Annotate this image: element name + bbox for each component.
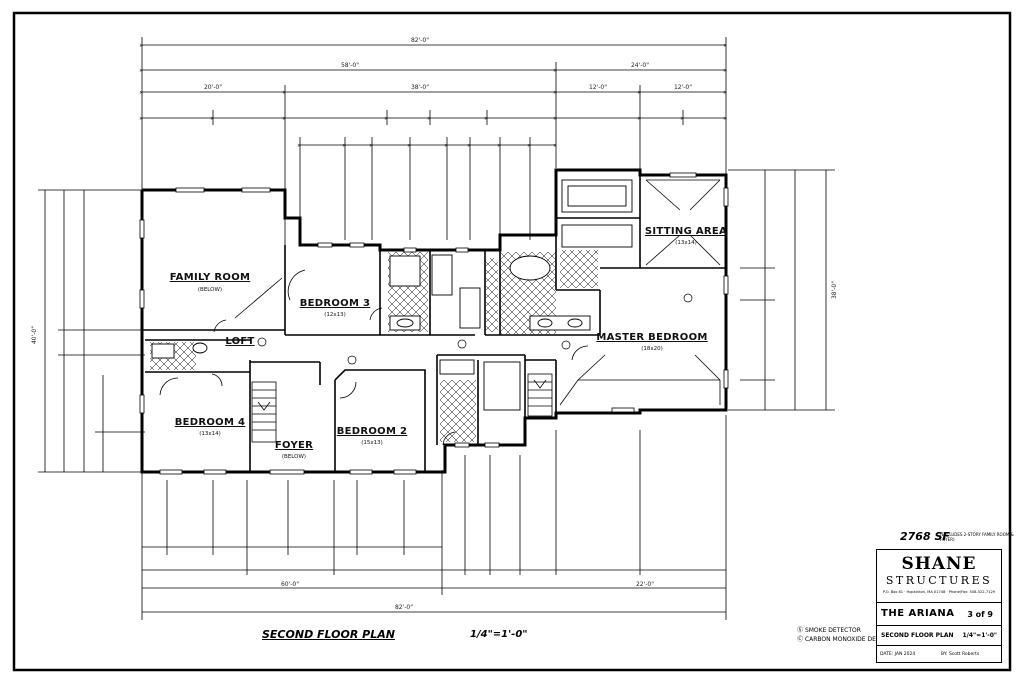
top-dimensions <box>141 37 727 245</box>
drawing-row: SECOND FLOOR PLAN 1/4"=1'-0" <box>877 626 1001 646</box>
room-note-foyer: (BELOW) <box>282 454 306 460</box>
project-row: THE ARIANA 3 of 9 <box>877 603 1001 626</box>
dim-right-overall: 38'-0" <box>831 281 838 299</box>
dim-overall-width: 82'-0" <box>411 37 429 44</box>
drawing-author: BY: Scott Roberts <box>941 652 980 657</box>
svg-text:×: × <box>553 116 557 122</box>
company-name-line1: SHANE <box>901 554 977 574</box>
detector-symbols <box>257 293 693 365</box>
svg-text:×: × <box>637 116 641 122</box>
room-note-family-room: (BELOW) <box>198 287 222 293</box>
svg-text:×: × <box>723 68 727 74</box>
svg-text:×: × <box>369 143 373 149</box>
room-size-bedroom-3: (12x13) <box>324 312 346 318</box>
room-label-bedroom-4: BEDROOM 4 <box>175 417 246 428</box>
svg-text:×: × <box>139 43 143 49</box>
company-address: P.O. Box 81 · Hopkinton, MA 01748 · Phon… <box>882 590 996 594</box>
svg-text:×: × <box>553 90 557 96</box>
windows <box>139 172 729 475</box>
stairs <box>251 373 553 443</box>
sheet-border <box>12 11 1012 672</box>
date-row: DATE: JAN 2024 BY: Scott Roberts <box>877 646 1001 663</box>
railing <box>234 277 283 319</box>
co-detector-icon: Ⓒ <box>797 636 804 643</box>
svg-text:×: × <box>139 90 143 96</box>
svg-text:×: × <box>384 116 388 122</box>
plan-scale: 1/4"=1'-0" <box>470 629 528 640</box>
dim-top-left: 58'-0" <box>341 62 359 69</box>
svg-text:×: × <box>723 90 727 96</box>
room-size-bedroom-2: (15x13) <box>361 440 383 446</box>
dim-seg-12: 12'-0" <box>589 84 607 91</box>
legend-smoke-label: SMOKE DETECTOR <box>804 627 861 634</box>
dim-seg-20: 20'-0" <box>204 84 222 91</box>
dim-top-right: 24'-0" <box>631 62 649 69</box>
bath-fixtures <box>151 179 633 411</box>
plan-title: SECOND FLOOR PLAN <box>262 628 395 641</box>
room-label-foyer: FOYER <box>275 440 313 451</box>
svg-text:×: × <box>407 143 411 149</box>
svg-text:×: × <box>342 143 346 149</box>
svg-text:×: × <box>553 68 557 74</box>
svg-text:×: × <box>723 116 727 122</box>
svg-text:×: × <box>497 143 501 149</box>
dim-left-overall: 40'-0" <box>31 326 38 344</box>
svg-text:×: × <box>297 143 301 149</box>
sheet-number: 3 of 9 <box>967 610 993 619</box>
svg-text:×: × <box>427 116 431 122</box>
dim-seg-38: 38'-0" <box>411 84 429 91</box>
legend-co-label: CARBON MONOXIDE DETECTOR <box>804 636 901 643</box>
square-footage-note: (EXCLUDES 2-STORY FAMILY ROOM & FOYER) <box>940 532 1014 542</box>
doors <box>159 269 589 446</box>
room-label-sitting-area: SITTING AREA <box>645 226 727 237</box>
dim-seg-12b: 12'-0" <box>674 84 692 91</box>
svg-text:×: × <box>553 143 557 149</box>
drawing-name: SECOND FLOOR PLAN <box>881 632 954 639</box>
detector-legend: Ⓢ SMOKE DETECTOR Ⓒ CARBON MONOXIDE DETEC… <box>797 626 900 644</box>
svg-text:×: × <box>637 90 641 96</box>
project-name: THE ARIANA <box>881 608 955 619</box>
svg-text:×: × <box>527 143 531 149</box>
room-label-family-room: FAMILY ROOM <box>170 272 251 283</box>
company-logo: SHANE STRUCTURES P.O. Box 81 · Hopkinton… <box>877 550 1001 603</box>
room-size-bedroom-4: (13x14) <box>199 431 221 437</box>
dim-bottom-left: 60'-0" <box>281 581 299 588</box>
svg-text:×: × <box>139 116 143 122</box>
left-dimensions <box>38 189 145 473</box>
svg-text:×: × <box>723 43 727 49</box>
dim-bottom-overall: 82'-0" <box>395 604 413 611</box>
sitting-area-ceiling <box>559 179 721 406</box>
room-label-bedroom-3: BEDROOM 3 <box>300 298 371 309</box>
smoke-detector-icon: Ⓢ <box>797 627 804 634</box>
room-size-sitting-area: (13x14) <box>675 240 697 246</box>
svg-text:×: × <box>282 90 286 96</box>
room-size-master-bedroom: (18x20) <box>641 346 663 352</box>
svg-text:×: × <box>680 116 684 122</box>
svg-text:×: × <box>210 116 214 122</box>
legend-smoke: Ⓢ SMOKE DETECTOR <box>797 626 900 635</box>
room-label-master-bedroom: MASTER BEDROOM <box>596 332 707 343</box>
square-footage: 2768 SF <box>900 530 950 543</box>
svg-text:×: × <box>282 116 286 122</box>
company-name-line2: STRUCTURES <box>885 574 993 587</box>
drawing-date: DATE: JAN 2024 <box>880 652 916 657</box>
svg-text:×: × <box>484 116 488 122</box>
svg-text:×: × <box>467 143 471 149</box>
drawing-scale: 1/4"=1'-0" <box>962 632 998 639</box>
legend-co: Ⓒ CARBON MONOXIDE DETECTOR <box>797 635 900 644</box>
top-dim-ticks: × × × × × × × × × × × × × × × × × × × × × × × × × × × × × <box>139 43 727 149</box>
title-block: SHANE STRUCTURES P.O. Box 81 · Hopkinton… <box>876 549 1002 663</box>
room-label-bedroom-2: BEDROOM 2 <box>337 426 408 437</box>
interior-walls <box>142 175 726 472</box>
svg-text:×: × <box>444 143 448 149</box>
svg-text:×: × <box>139 68 143 74</box>
room-label-loft: LOFT <box>225 336 254 347</box>
dim-bottom-right: 22'-0" <box>636 581 654 588</box>
right-dimensions <box>728 169 835 411</box>
bottom-dimensions <box>141 415 727 620</box>
